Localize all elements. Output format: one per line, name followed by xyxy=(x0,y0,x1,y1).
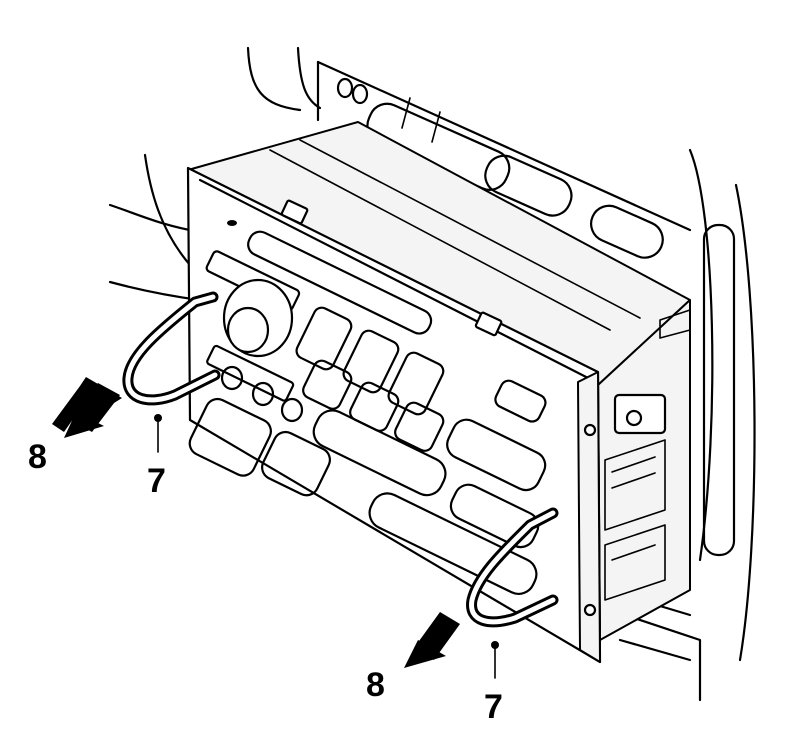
radio-chassis xyxy=(187,121,691,641)
pull-arrow-right xyxy=(404,612,460,668)
callout-label-8-right: 8 xyxy=(366,666,385,704)
callout-leaders xyxy=(154,414,499,679)
small-knobs xyxy=(220,365,304,423)
volume-knob xyxy=(222,278,294,358)
preset-buttons xyxy=(295,306,547,595)
radio-faceplate xyxy=(186,166,602,664)
console-screws xyxy=(336,77,369,105)
callout-label-8-left: 8 xyxy=(28,438,47,476)
callout-label-7-right: 7 xyxy=(484,688,503,726)
pull-arrow-left xyxy=(52,377,122,438)
removal-tool-left xyxy=(122,291,221,406)
removal-tool-right xyxy=(466,507,559,628)
callout-label-7-left: 7 xyxy=(147,462,166,500)
